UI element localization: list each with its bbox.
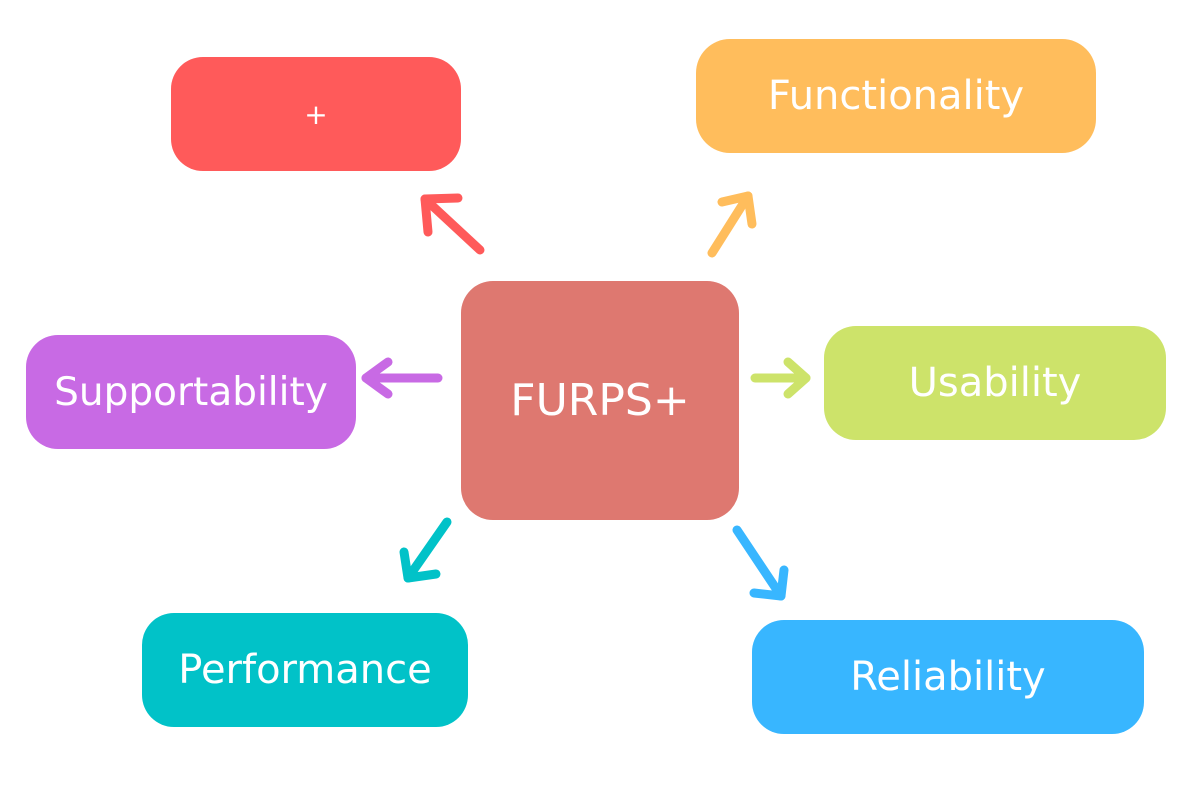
node-functionality-label: Functionality xyxy=(767,73,1025,119)
node-plus-label: + xyxy=(304,97,328,131)
node-reliability: Reliability xyxy=(752,620,1144,734)
node-functionality: Functionality xyxy=(696,39,1096,153)
node-supportability: Supportability xyxy=(26,335,356,449)
arrow-to-reliability xyxy=(732,525,789,601)
node-reliability-label: Reliability xyxy=(850,654,1046,700)
arrow-to-plus xyxy=(420,193,485,255)
center-node-furps-plus: FURPS+ xyxy=(461,281,739,520)
node-usability: Usability xyxy=(824,326,1166,440)
node-supportability-label: Supportability xyxy=(54,369,328,415)
arrow-to-performance xyxy=(399,517,452,583)
node-performance-label: Performance xyxy=(178,647,432,693)
arrow-to-usability xyxy=(750,357,811,399)
node-usability-label: Usability xyxy=(908,360,1082,406)
arrow-to-supportability xyxy=(361,357,443,399)
center-node-label: FURPS+ xyxy=(510,375,690,426)
arrow-to-functionality xyxy=(707,191,757,258)
node-performance: Performance xyxy=(142,613,468,727)
node-plus: + xyxy=(171,57,461,171)
